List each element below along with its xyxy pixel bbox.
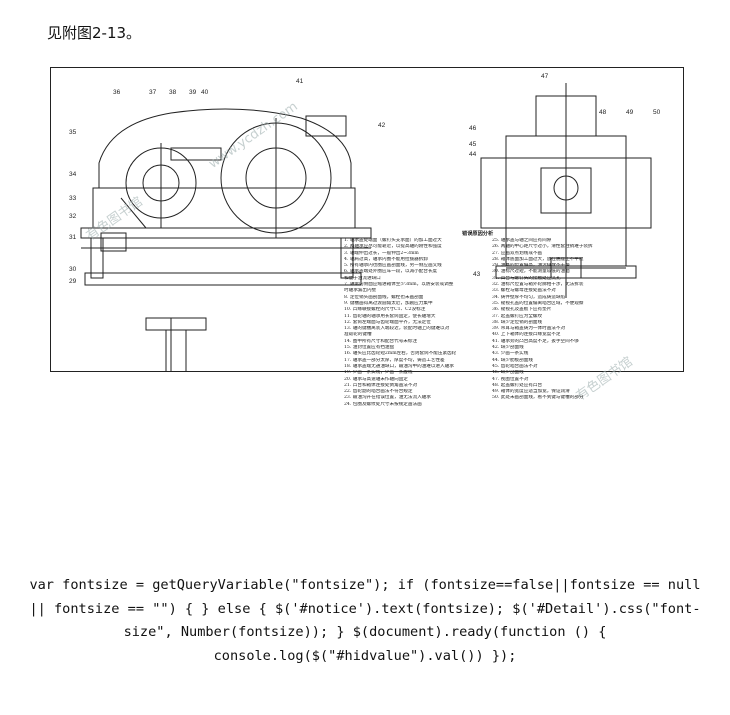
note-item: 准毂轮的键槽 (344, 332, 372, 338)
note-item: 25. 轴承盖与轴之间应有间隙 (492, 238, 552, 243)
side-view (480, 83, 652, 298)
note-item: 48. 起盖螺钉处应有凸台 (492, 382, 543, 388)
svg-text:32: 32 (69, 213, 77, 220)
svg-text:45: 45 (469, 141, 477, 148)
svg-text:35: 35 (69, 129, 77, 136)
note-item: 30. 油标尺过短，不能测量较低的油面 (492, 269, 570, 275)
note-item: 36. 窥视孔及盖板下应有垫片 (492, 307, 552, 313)
svg-text:36: 36 (113, 89, 121, 96)
note-item: 2. 两轴承应尽可能靠近，以提高轴的刚性和强度 (344, 244, 442, 250)
note-item: 29. 油塞的位置偏高，油污排放不干净 (492, 263, 570, 269)
note-item: 15. 油封位置应有挡油盘 (344, 345, 395, 351)
note-item: 24. 包圈及螺纹处尺寸未按规定画法画 (344, 401, 422, 407)
note-item: 31. 凸台与螺钉头的接触处应沉孔 (492, 275, 561, 281)
note-item: 16. 轴头应比齿轮短2mm左右，否则套筒不能压紧齿轮 (344, 351, 457, 357)
svg-text:43: 43 (473, 271, 481, 278)
note-item: 11. 齿轮轴的轴承用长套筒固定，使长轴增大 (344, 313, 436, 319)
notes-column-left: 1. 轴承盖处端面（螺钉头支承面）的加工面过大 2. 两轴承应尽可能靠近，以提高… (344, 238, 484, 408)
note-item: 6. 轴承盖端处外圈应车一段，以减小配合长度 (344, 269, 438, 275)
note-item: 7. 轴承内侧面应缩进箱体至少3mm，以防安装或调整 (344, 282, 454, 288)
svg-text:39: 39 (189, 89, 197, 96)
note-item: 3. 轴端伸出过长，一般伸出2~3mm (344, 250, 419, 256)
note-item: 40. 上下箱体的连接凸缘宽度不足 (492, 332, 561, 338)
note-item: 和便于油流进缺口 (344, 275, 381, 281)
notes-column-right: 25. 轴承盖与轴之间应有间隙 26. 两轴的中心距尺寸过小，滑性套柱销难于装拆… (492, 238, 632, 402)
note-item: 46. 缺少剖面线 (492, 370, 524, 376)
svg-text:44: 44 (469, 151, 477, 158)
error-analysis-notes: 错误原因分析 1. 轴承盖处端面（螺钉头支承面）的加工面过大 2. 两轴承应尽可… (344, 231, 632, 500)
top-view (145, 317, 207, 371)
script-source-text: var fontsize = getQueryVariable("fontsiz… (29, 577, 709, 664)
svg-text:30: 30 (69, 266, 77, 273)
note-item: 43. 少画一条实线 (492, 351, 529, 357)
notes-title: 错误原因分析 (462, 231, 494, 237)
svg-text:37: 37 (149, 89, 157, 96)
note-item: 41. 轴承旁的凸台高度不足，扳手空间不够 (492, 338, 579, 344)
svg-text:50: 50 (653, 109, 661, 116)
note-item: 33. 螺栓与螺母连接处画法不对 (492, 288, 556, 294)
svg-text:41: 41 (296, 78, 304, 85)
note-item: 50. 此处未画剖面线，看不到键与键槽的部分 (492, 395, 584, 401)
note-item: 34. 铸件壁厚不均匀，造成铸造缺陷 (492, 294, 566, 300)
svg-text:31: 31 (69, 234, 77, 241)
svg-text:46: 46 (469, 125, 477, 132)
svg-text:40: 40 (201, 89, 209, 96)
note-item: 42. 缺少剖面线 (492, 345, 524, 351)
figure-caption: 见附图2-13。 (47, 24, 142, 42)
note-item: 18. 轴承盖端无通油缺口，输油沟中的油难以进入轴承 (344, 363, 454, 369)
note-item: 22. 齿轮副的啮合画法不符合规定 (344, 389, 413, 395)
note-item: 10. 凸缘联接螺栓的尺寸C1、C2没标注 (344, 307, 426, 313)
svg-text:49: 49 (626, 109, 634, 116)
note-item: 45. 齿轮啮合画法不对 (492, 363, 538, 369)
note-item: 27. 应画双点划线或不画 (492, 250, 543, 256)
note-item: 37. 起盖螺钉应为全螺纹 (492, 313, 543, 319)
svg-text:38: 38 (169, 89, 177, 96)
note-item: 12. 套筒左端面与齿轮端面平齐，无法定位 (344, 319, 431, 325)
svg-text:29: 29 (69, 278, 77, 285)
note-item: 47. 视图位置不对 (492, 376, 529, 382)
note-item: 44. 缺少肋板剖面线 (492, 357, 533, 363)
note-item: 4. 轴肩过高，轴承内圈不能用拉拔器拆卸 (344, 256, 428, 262)
svg-text:34: 34 (69, 171, 77, 178)
svg-text:47: 47 (541, 73, 549, 80)
note-item: 19. 少画一条实线，少画一条虚线 (344, 370, 413, 376)
note-item: 32. 油标尺位置与箱外轮廓相干涉，无法拆装 (492, 282, 584, 288)
note-item: 39. 吊耳与箱盖铸为一体时画法不对 (492, 326, 566, 332)
note-item: 35. 窥视孔盖的位置偏离啮合区域，不便观察 (492, 300, 584, 306)
note-item: 1. 轴承盖处端面（螺钉头支承面）的加工面过大 (344, 238, 442, 243)
note-item: 23. 输油沟开在错误位置，油无法流入轴承 (344, 395, 431, 401)
svg-text:48: 48 (599, 109, 607, 116)
note-item: 时轴承漏出内壁 (344, 288, 377, 294)
note-item: 13. 轴的键槽离装入端较近，装配时轴上的键难以对 (344, 326, 450, 332)
note-item: 5. 所有轴承内也圈应画剖面线，另一侧应画叉线 (344, 263, 442, 269)
note-item: 26. 两轴的中心距尺寸过小，滑性套柱销难于装拆 (492, 244, 593, 250)
note-item: 20. 轴承与高速轴未作轴向固定 (344, 376, 408, 382)
note-item: 17. 轴承盖一部分太厚，厚度不均，铸造工艺性差 (344, 357, 445, 363)
note-item: 9. 键槽画得离过渡圆角太近，加剧应力集中 (344, 300, 433, 306)
note-item: 28. 箱体底面加工面过大，放在底座上不平稳 (492, 256, 584, 262)
note-item: 21. 凸台和箱体连接处倒角画法不对 (344, 382, 418, 388)
note-item: 8. 定位销头画剖面线，螺栓也未画剖面 (344, 294, 424, 300)
front-view (80, 108, 372, 286)
svg-text:33: 33 (69, 195, 77, 202)
svg-text:42: 42 (378, 122, 386, 129)
note-item: 38. 缺少定位销的剖面线 (492, 319, 543, 325)
note-item: 49. 箱体的宽度应适当加宽，保证润滑 (492, 389, 570, 395)
note-item: 14. 图中所有尺寸和配合代号未标注 (344, 338, 418, 344)
